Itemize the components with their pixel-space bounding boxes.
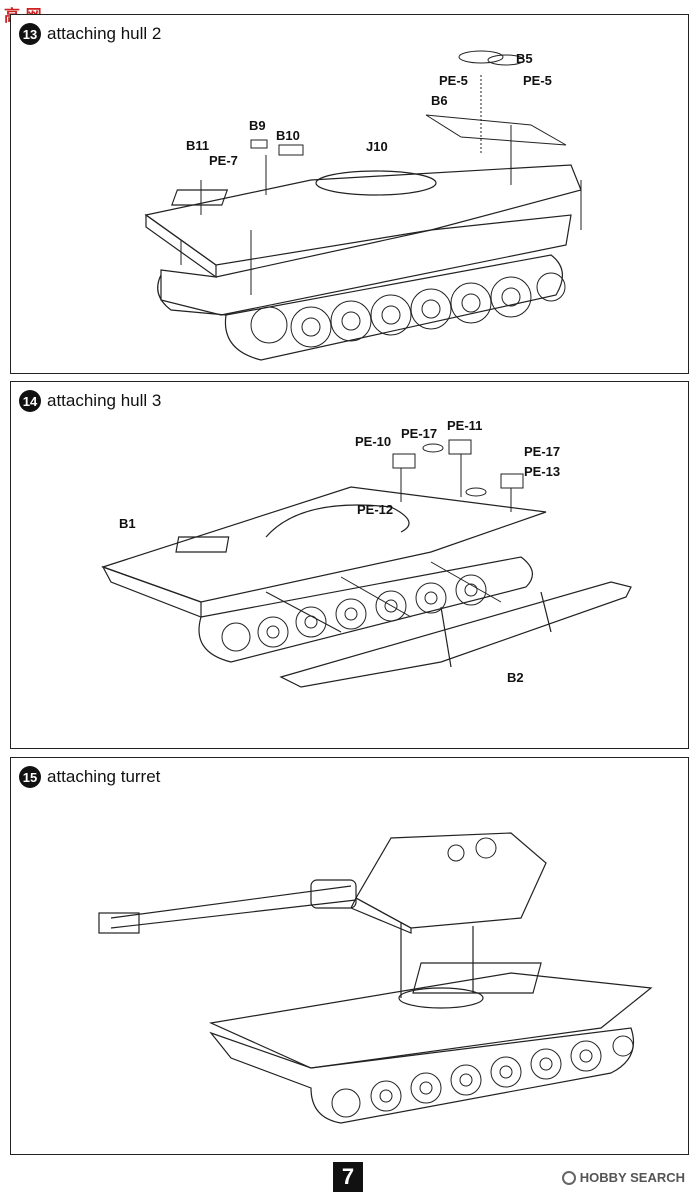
callout-b9: B9 <box>249 118 266 133</box>
watermark-logo-icon <box>561 1170 576 1185</box>
callout-b6: B6 <box>431 93 448 108</box>
step-15-number: 15 <box>19 766 41 788</box>
callout-pe17-right: PE-17 <box>524 444 561 459</box>
callout-pe5-right: PE-5 <box>523 73 552 88</box>
callout-b5: B5 <box>516 51 533 66</box>
step-13-panel: 13 attaching hull 2 <box>10 14 689 374</box>
callout-pe12: PE-12 <box>357 502 394 517</box>
step-14-number: 14 <box>19 390 41 412</box>
callout-b10: B10 <box>276 128 300 143</box>
step-15-panel: 15 attaching turret <box>10 757 689 1155</box>
step-13-number: 13 <box>19 23 41 45</box>
page-number: 7 <box>333 1162 363 1192</box>
callout-j10: J10 <box>366 139 388 154</box>
callout-pe11: PE-11 <box>447 418 483 433</box>
watermark-text: HOBBY SEARCH <box>579 1170 685 1185</box>
watermark: HOBBY SEARCH <box>561 1170 685 1185</box>
step-14-title: attaching hull 3 <box>47 391 162 410</box>
step-15-header: 15 attaching turret <box>19 766 160 788</box>
callout-pe7: PE-7 <box>209 153 238 168</box>
step-15-drawing <box>98 832 653 1124</box>
step-13-drawing <box>144 50 582 361</box>
callout-pe5-left: PE-5 <box>439 73 468 88</box>
callout-pe17-left: PE-17 <box>401 426 438 441</box>
step-13-title: attaching hull 2 <box>47 24 162 43</box>
callout-pe10: PE-10 <box>355 434 392 449</box>
callout-b11: B11 <box>186 138 210 153</box>
callout-pe13: PE-13 <box>524 464 561 479</box>
callout-b1: B1 <box>119 516 136 531</box>
step-14-header: 14 attaching hull 3 <box>19 390 161 412</box>
step-13-header: 13 attaching hull 2 <box>19 23 161 45</box>
step-14-panel: 14 attaching hull 3 <box>10 381 689 749</box>
step-15-title: attaching turret <box>47 767 161 786</box>
callout-b2: B2 <box>507 670 524 685</box>
step-14-drawing <box>101 439 632 688</box>
